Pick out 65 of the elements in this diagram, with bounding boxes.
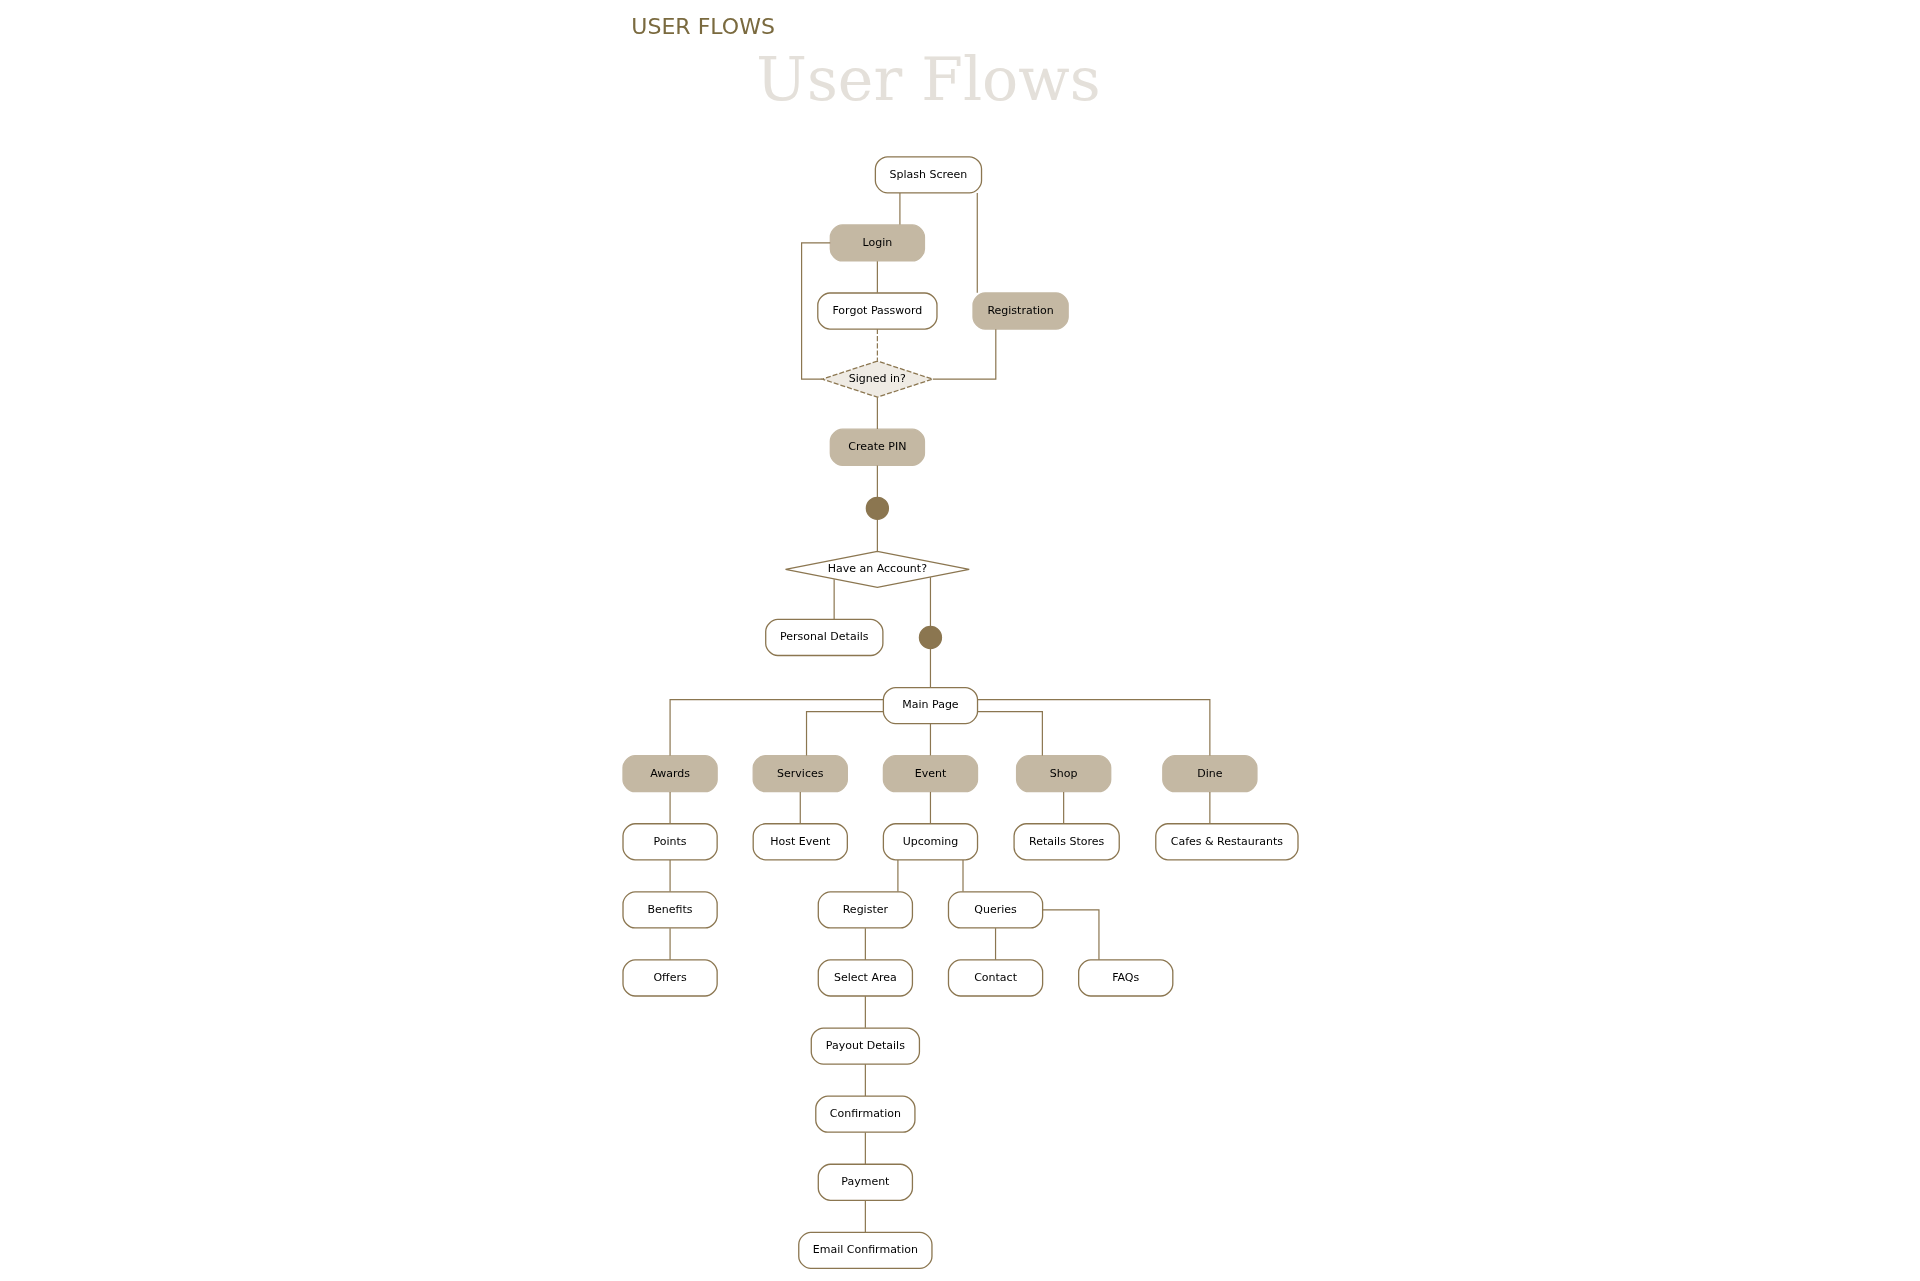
node-box: Benefits <box>621 891 718 929</box>
connector <box>864 1199 866 1233</box>
node-box: Select Area <box>817 959 913 997</box>
node-box: Shop <box>1015 755 1111 793</box>
node-box: Event <box>882 755 978 793</box>
node-box: Payout Details <box>810 1027 920 1065</box>
connector <box>1208 791 1210 825</box>
connector <box>864 927 866 961</box>
node-box: Forgot Password <box>816 292 938 330</box>
connector <box>929 576 931 627</box>
node-box: Create PIN <box>829 428 925 466</box>
node-box: Email Confirmation <box>797 1231 933 1270</box>
connector <box>864 1063 866 1097</box>
connector <box>799 791 801 825</box>
node-box: FAQs <box>1077 959 1173 997</box>
connector <box>668 699 884 756</box>
connector <box>668 859 671 893</box>
node-box: Payment <box>817 1163 913 1201</box>
node-box: Registration <box>971 292 1069 330</box>
node-box: Splash Screen <box>874 156 982 194</box>
node-box: Points <box>621 823 718 861</box>
node-box: Queries <box>947 891 1043 929</box>
connector <box>833 578 835 620</box>
diagram-title: USER FLOWS <box>630 14 775 40</box>
connector <box>876 328 878 362</box>
node-box: Main Page <box>882 686 978 725</box>
connector <box>898 192 900 226</box>
connector <box>668 927 671 961</box>
node-box: Login <box>829 224 925 262</box>
connector <box>976 699 1210 756</box>
node-box: Dine <box>1161 755 1258 793</box>
connector <box>864 1131 866 1165</box>
connector <box>1041 909 1100 961</box>
connector <box>876 260 878 294</box>
node-box: Awards <box>621 755 718 793</box>
connector <box>876 396 878 430</box>
node-box: Upcoming <box>882 823 978 861</box>
node-box: Services <box>752 755 848 793</box>
connector <box>929 648 931 688</box>
connector <box>976 192 978 294</box>
connector <box>929 791 931 825</box>
node-box: Contact <box>947 959 1043 997</box>
node-diamond: Signed in? <box>819 360 935 398</box>
node-box: Confirmation <box>814 1095 916 1133</box>
node-box: Retails Stores <box>1012 823 1120 861</box>
connector <box>805 711 884 756</box>
node-box: Host Event <box>752 823 848 861</box>
node-box: Personal Details <box>764 618 884 657</box>
connector <box>896 859 898 893</box>
node-circle <box>865 496 889 520</box>
node-box: Offers <box>621 959 718 997</box>
node-circle <box>918 625 942 650</box>
node-box: Cafes & Restaurants <box>1154 823 1299 861</box>
connector <box>876 464 878 498</box>
node-box: Register <box>817 891 913 929</box>
connector <box>994 927 996 961</box>
connector <box>876 518 878 552</box>
connector <box>864 995 866 1029</box>
connector <box>961 859 964 893</box>
connector <box>976 711 1043 756</box>
node-diamond: Have an Account? <box>784 550 970 589</box>
connector <box>931 328 996 380</box>
connector <box>668 791 671 825</box>
connector <box>1062 791 1064 825</box>
connector <box>929 723 931 756</box>
